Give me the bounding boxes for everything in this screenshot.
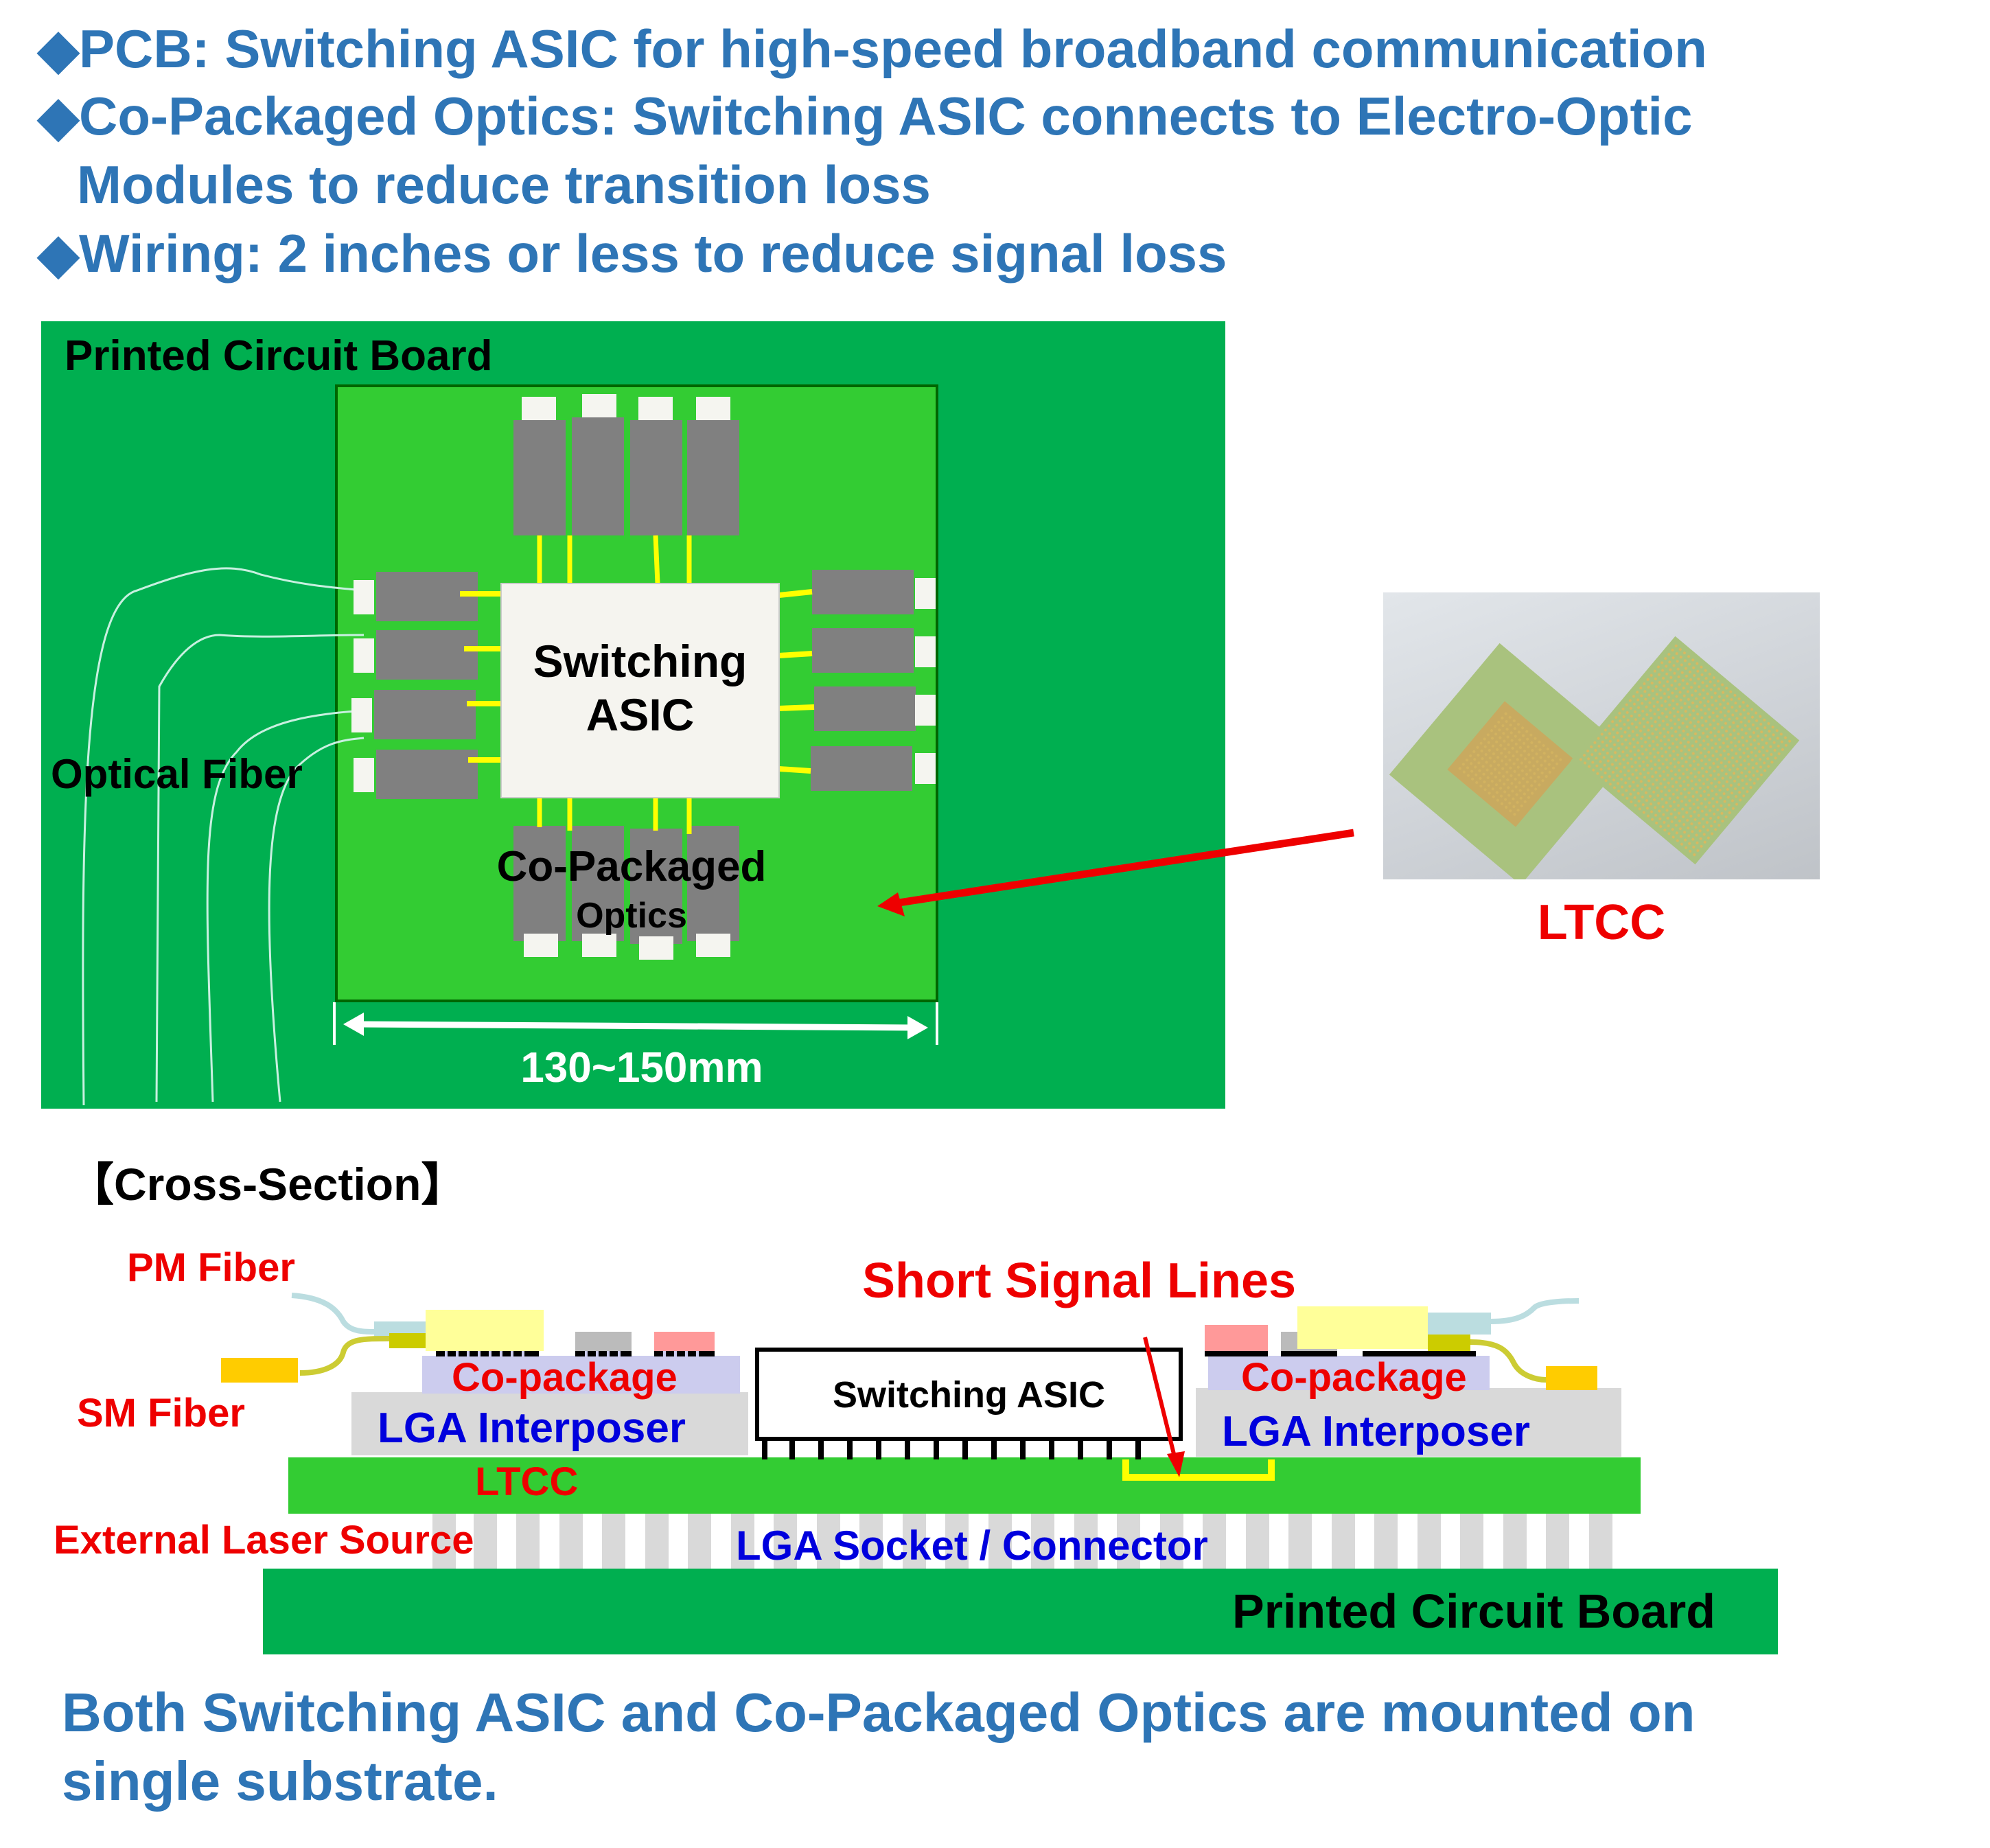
left-laser-block [426,1310,544,1351]
cross-ltcc [288,1457,1641,1514]
bullet-cpo: ◆Co-Packaged Optics: Switching ASIC conn… [38,89,1692,143]
left-lga-interposer [351,1392,748,1455]
dimension-arrow [333,1002,938,1045]
cross-switching-asic [755,1348,1183,1441]
left-bumps [436,1351,715,1356]
left-sm-fiber [299,1336,390,1376]
cpo-modules-right [778,570,936,791]
dimension-label: 130~150mm [520,1044,763,1092]
bullet-text: Co-Packaged Optics: Switching ASIC conne… [79,86,1693,146]
cross-section-diagram [221,1293,1778,1654]
pointer-arrow [877,829,1354,916]
left-copackage [422,1356,740,1394]
optical-fiber-label: Optical Fiber [51,751,303,797]
top-view-diagram [41,321,1354,1109]
cpo-modules-bottom [513,798,739,960]
bullet-text: Wiring: 2 inches or less to reduce signa… [79,223,1227,284]
right-copackage-label: Co-package [1241,1355,1467,1400]
cpo-modules-left [351,572,501,799]
cpo-label-line1: Co-Packaged [496,843,767,890]
conclusion-line2: single substrate. [62,1751,498,1812]
right-pm-fiber [1490,1298,1580,1324]
switching-asic [500,583,780,798]
right-bumps [1205,1351,1476,1356]
conclusion-line1: Both Switching ASIC and Co-Packaged Opti… [62,1682,1696,1743]
diamond-bullet-icon: ◆ [38,86,79,146]
cpo-modules-top [513,394,739,584]
lga-socket-pins [432,1514,1612,1569]
right-laser-block [1297,1306,1428,1349]
short-signal-trace [1122,1459,1275,1481]
right-pink-chip [1205,1325,1268,1352]
right-pm-connector [1428,1313,1491,1335]
right-copackage [1208,1356,1490,1390]
bullet-cpo-continuation: Modules to reduce transition loss [77,158,931,211]
bullet-wiring: ◆Wiring: 2 inches or less to reduce sign… [38,227,1227,280]
bullet-text: Modules to reduce transition loss [77,154,931,215]
ltcc-caption: LTCC [1537,895,1666,950]
right-sm-fiber [1470,1339,1547,1383]
asic-label-line2: ASIC [586,689,695,740]
cpo-label-line2: Optics [576,896,687,936]
left-laser-source [221,1358,298,1383]
asic-label-line1: Switching [533,636,748,686]
ltcc-label: LTCC [475,1459,579,1504]
short-signal-arrow [1143,1337,1185,1477]
ltcc-photo [1383,592,1820,879]
external-laser-label: External Laser Source [54,1518,474,1562]
pcb-label: Printed Circuit Board [65,332,493,380]
right-lga-interposer [1196,1388,1621,1457]
sm-fiber-label: SM Fiber [77,1391,245,1435]
diamond-bullet-icon: ◆ [38,19,79,79]
cross-asic-label: Switching ASIC [832,1374,1105,1416]
pm-fiber-label: PM Fiber [127,1245,295,1290]
ltcc-chip-bottom [1571,636,1800,865]
diamond-bullet-icon: ◆ [38,223,79,284]
cross-section-title: 【Cross-Section】 [69,1159,467,1210]
bullet-pcb: ◆PCB: Switching ASIC for high-speed broa… [38,22,1707,76]
ltcc-chip-top [1389,643,1632,879]
left-pm-fiber [291,1293,375,1335]
left-interposer-label: LGA Interposer [378,1405,686,1452]
right-sm-connector [1428,1335,1470,1351]
lga-socket-label: LGA Socket / Connector [736,1523,1208,1569]
right-interposer-label: LGA Interposer [1222,1408,1530,1455]
right-laser-source [1546,1366,1597,1390]
bullet-text: PCB: Switching ASIC for high-speed broad… [79,19,1707,79]
cross-pcb-label: Printed Circuit Board [1232,1584,1715,1638]
optical-fibers [82,567,365,1106]
asic-pins [762,1439,1141,1459]
left-copackage-label: Co-package [452,1355,678,1400]
short-signal-lines-label: Short Signal Lines [862,1254,1297,1308]
cross-pcb [263,1569,1778,1654]
left-gray-chip [575,1332,632,1351]
left-bumps-gaps [445,1351,699,1356]
left-sm-connector [389,1333,426,1348]
left-pink-chip [654,1332,715,1351]
